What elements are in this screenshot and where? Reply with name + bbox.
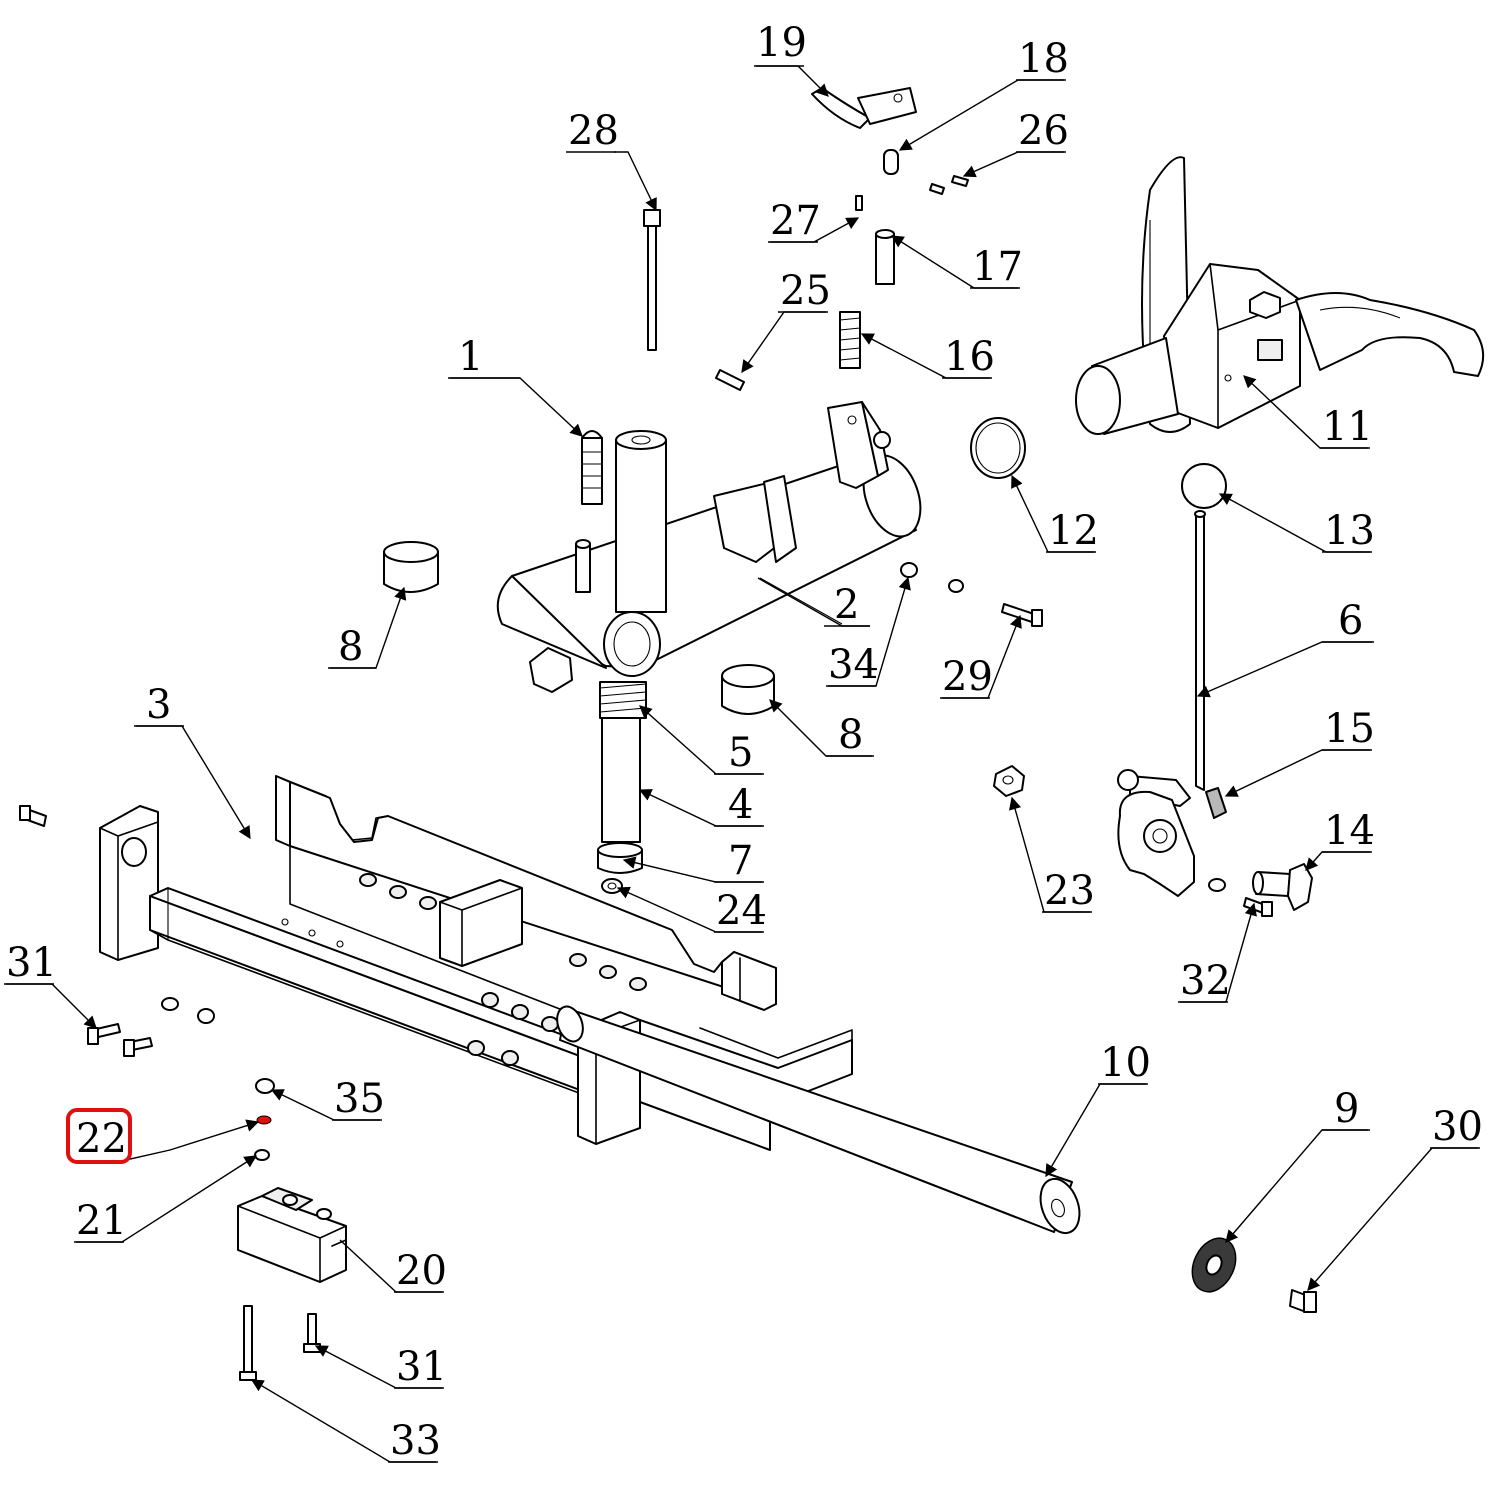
part-19-trigger [811,87,917,129]
callout-8-lower: 8 [838,712,863,758]
callout-26: 26 [1018,108,1069,154]
part-2-tube-assembly [496,401,922,693]
callout-8-upper: 8 [338,624,363,670]
callout-27: 27 [770,198,821,244]
part-30-bolt [1289,1289,1317,1313]
part-1-pin [581,430,603,505]
part-25-pin [715,369,745,391]
part-8-bushing-upper [383,541,439,593]
callout-29: 29 [942,654,993,700]
part-10-shaft [556,1005,1081,1235]
part-32-bolt [1243,897,1273,917]
callout-1: 1 [458,334,483,380]
part-29-screw [1001,603,1043,627]
callout-13: 13 [1324,508,1375,554]
callout-18: 18 [1018,36,1069,82]
callout-11: 11 [1322,404,1373,450]
callout-15: 15 [1324,706,1375,752]
callout-4: 4 [728,782,753,828]
part-20-block [237,1187,347,1283]
callout-25: 25 [780,268,831,314]
callout-labels: 19 18 28 26 27 17 25 16 1 11 12 13 2 6 8… [4,20,1483,1464]
callout-5: 5 [728,730,753,776]
part-16-spring [839,311,861,369]
part-18-clevis [883,149,899,175]
part-4-pillar [601,717,641,843]
callout-28: 28 [568,108,619,154]
callout-31-left: 31 [6,940,57,986]
callout-32: 32 [1180,958,1231,1004]
highlight-box-22 [66,1108,132,1164]
callout-30: 30 [1432,1104,1483,1150]
part-33-long-screw [239,1305,257,1381]
part-9-washer [1191,1237,1237,1293]
part-22-highlighted [256,1115,272,1125]
callout-21: 21 [76,1198,127,1244]
callout-17: 17 [972,244,1023,290]
callout-12: 12 [1048,508,1099,554]
callout-14: 14 [1324,808,1375,854]
callout-20: 20 [396,1248,447,1294]
callout-33: 33 [390,1418,441,1464]
part-28-long-bolt [643,209,661,351]
part-27-screw [855,195,863,211]
callout-9: 9 [1334,1086,1359,1132]
part-8-bushing-lower [721,664,775,715]
part-17-sleeve [875,229,895,285]
part-31-bolt-left [19,805,215,1057]
part-26-pins [929,175,969,195]
callout-24: 24 [716,888,767,934]
part-nut-small-right [1208,878,1226,892]
callout-2: 2 [834,582,859,628]
part-15-spring-clip [1205,787,1227,819]
part-24-nut [601,878,623,894]
part-23-cap [993,765,1025,797]
part-34-nut [900,562,964,593]
callout-23: 23 [1044,868,1095,914]
callout-16: 16 [944,334,995,380]
part-11-handle-assembly [1075,156,1485,435]
part-35-nut [255,1078,275,1094]
callout-19: 19 [756,20,807,66]
callout-6: 6 [1338,598,1363,644]
part-14-bolt [1252,863,1313,911]
callout-34: 34 [828,642,879,688]
callout-22: 22 [76,1116,127,1162]
part-7-foot [597,842,643,874]
callout-7: 7 [728,838,753,884]
part-12-o-ring [970,417,1026,479]
callout-31-lower: 31 [396,1344,447,1390]
part-6-lever-rod [1117,510,1206,897]
part-13-ball [1181,463,1227,509]
callout-10: 10 [1100,1040,1151,1086]
part-21-set-screw [254,1149,270,1161]
callout-3: 3 [146,682,171,728]
callout-35: 35 [334,1076,385,1122]
part-5-spring [599,681,647,719]
